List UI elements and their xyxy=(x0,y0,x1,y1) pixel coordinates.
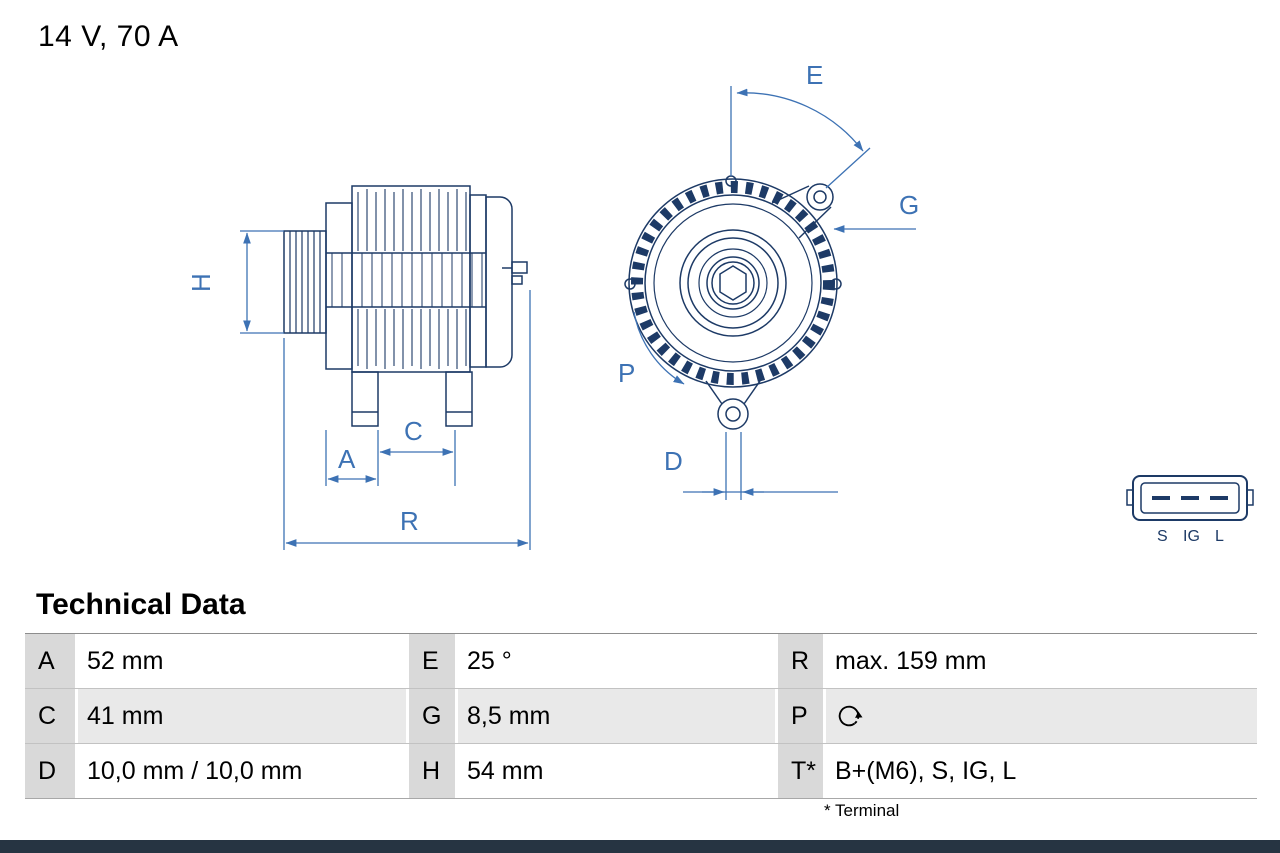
side-view-drawing xyxy=(283,185,528,427)
spec-key-e: E xyxy=(409,634,455,688)
spec-value-a: 52 mm xyxy=(78,634,406,688)
dimension-label-r: R xyxy=(400,506,419,536)
rotation-direction-icon xyxy=(835,702,863,730)
spec-key-r: R xyxy=(778,634,823,688)
front-view-drawing xyxy=(624,175,842,430)
spec-key-t: T* xyxy=(778,744,823,798)
connector-pin-label-s: S xyxy=(1157,528,1168,545)
spec-value-p xyxy=(826,689,1257,743)
technical-data-title: Technical Data xyxy=(36,588,246,621)
spec-value-h: 54 mm xyxy=(458,744,775,798)
side-view-dimensions xyxy=(240,230,531,550)
dimension-label-d: D xyxy=(664,446,683,476)
connector-pin-label-l: L xyxy=(1215,528,1224,545)
dimension-label-h: H xyxy=(186,273,216,292)
table-row: C 41 mm G 8,5 mm P xyxy=(25,689,1257,744)
spec-value-r: max. 159 mm xyxy=(826,634,1257,688)
connector-drawing xyxy=(1126,475,1254,521)
table-row: A 52 mm E 25 ° R max. 159 mm xyxy=(25,634,1257,689)
table-row: D 10,0 mm / 10,0 mm H 54 mm T* B+(M6), S… xyxy=(25,744,1257,799)
spec-key-p: P xyxy=(778,689,823,743)
alternator-technical-drawing: H A C R xyxy=(186,60,1254,550)
spec-value-t: B+(M6), S, IG, L xyxy=(826,744,1257,798)
dimension-label-p: P xyxy=(618,358,635,388)
bottom-bar xyxy=(0,840,1280,853)
dimension-label-g: G xyxy=(899,190,919,220)
dimension-label-a: A xyxy=(338,444,356,474)
spec-value-d: 10,0 mm / 10,0 mm xyxy=(78,744,406,798)
spec-key-g: G xyxy=(409,689,455,743)
terminal-footnote: * Terminal xyxy=(824,801,900,820)
spec-value-g: 8,5 mm xyxy=(458,689,775,743)
connector-pin-label-ig: IG xyxy=(1183,528,1200,545)
spec-key-c: C xyxy=(25,689,75,743)
spec-key-h: H xyxy=(409,744,455,798)
front-view-dimensions xyxy=(633,86,916,500)
technical-data-table: A 52 mm E 25 ° R max. 159 mm C 41 mm G 8… xyxy=(25,633,1257,799)
spec-value-c: 41 mm xyxy=(78,689,406,743)
dimension-label-e: E xyxy=(806,60,823,90)
spec-key-d: D xyxy=(25,744,75,798)
spec-key-a: A xyxy=(25,634,75,688)
electrical-rating: 14 V, 70 A xyxy=(38,20,179,53)
spec-value-e: 25 ° xyxy=(458,634,775,688)
dimension-label-c: C xyxy=(404,416,423,446)
